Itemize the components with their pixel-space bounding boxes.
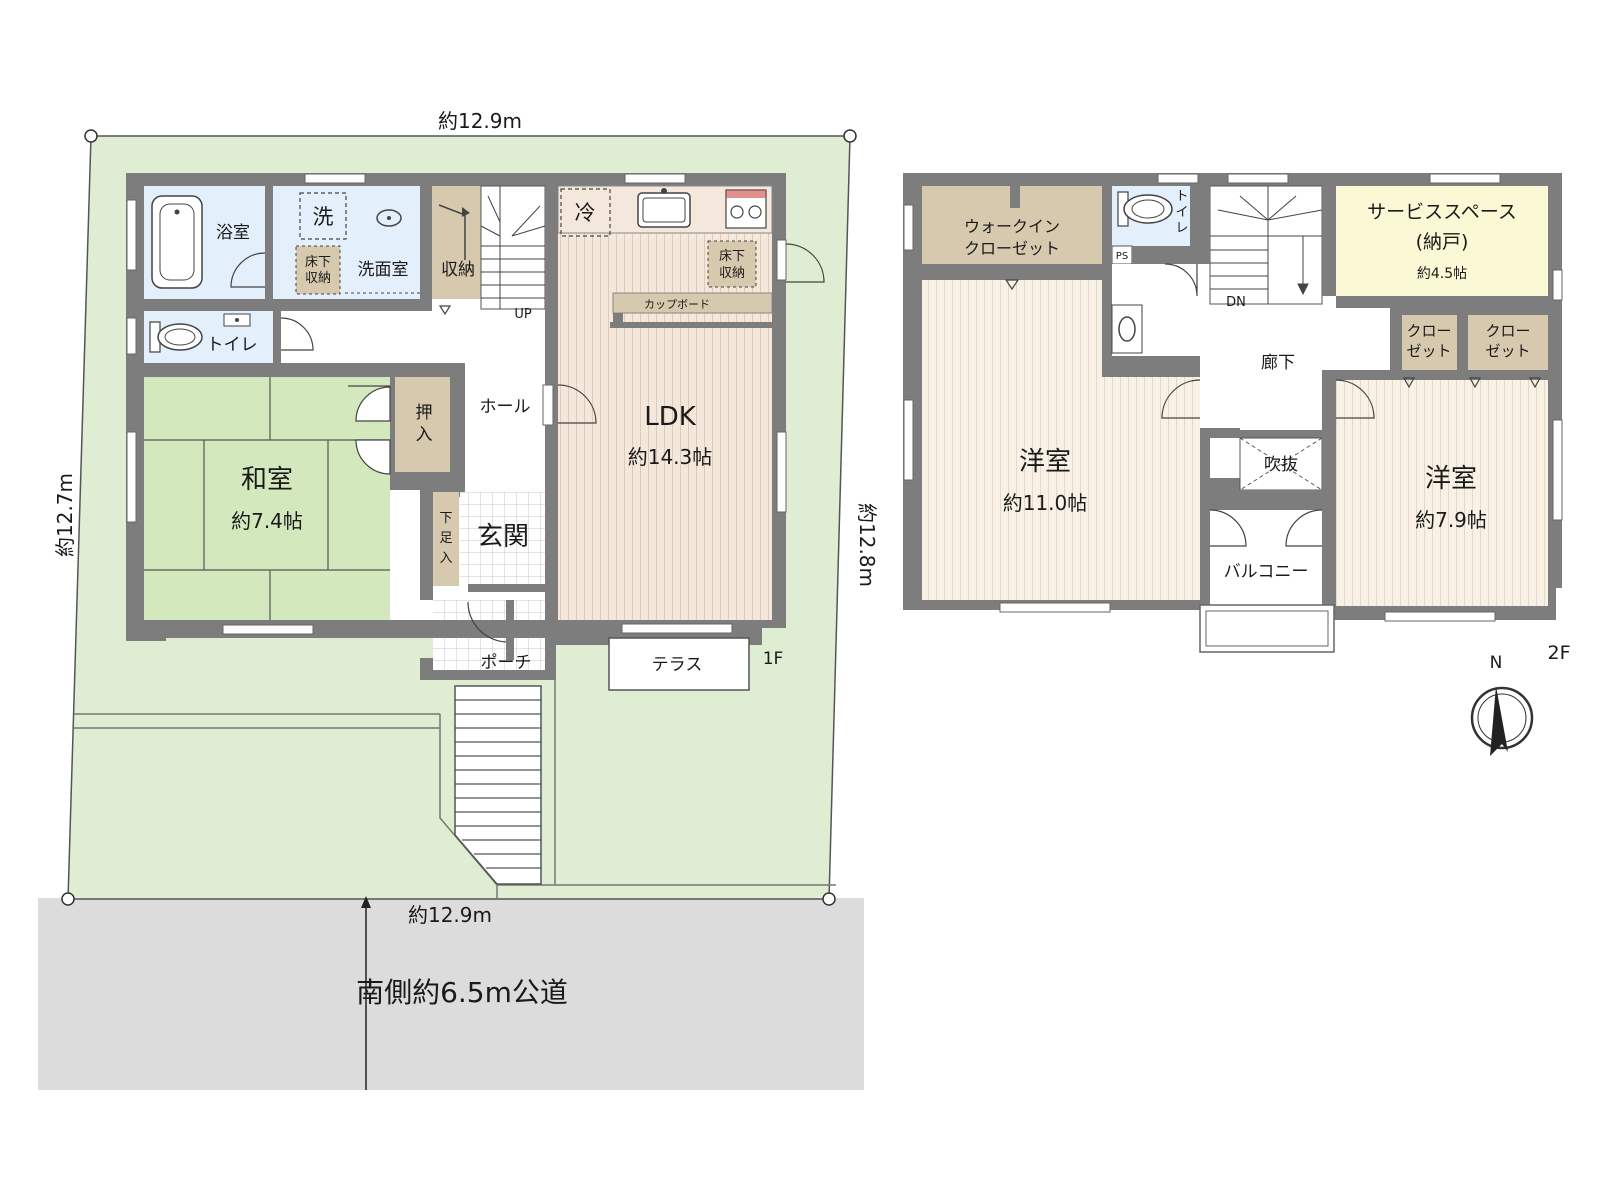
corridor-sink [1111,304,1143,354]
label-ps: PS [1116,251,1128,262]
wash-room [273,186,420,299]
doors-2f [1161,379,1375,547]
label-toilet-1f: トイレ [207,335,258,355]
label-toilet-2f: ト [1175,189,1188,204]
windows-2f [903,173,1563,622]
label-balcony: バルコニー [1224,562,1309,582]
front-steps [454,685,542,885]
label-toilet-2f-c: レ [1175,221,1188,236]
label-dn: DN [1226,295,1246,310]
underfloor-storage-2 [707,240,757,288]
washitsu-floor [144,377,390,620]
floor2-labels: ウォークイン クローゼット ト イ レ PS DN サービススペース (納戸) … [964,189,1571,664]
label-youshitsu2: 洋室 [1425,464,1477,494]
stairs-lines-2f [1210,186,1323,304]
label-corridor: 廊下 [1261,353,1295,373]
road-direction-arrow [361,896,371,1090]
oshiire [395,377,450,472]
label-closet-1: クロー [1406,322,1451,340]
label-terrace: テラス [652,655,703,675]
label-hall: ホール [480,397,531,417]
dim-top: 約12.9m [438,109,522,133]
label-shoe: 下 [439,511,452,526]
shoe-box [433,492,459,586]
youshitsu1-floor [922,280,1200,600]
fridge [560,188,611,237]
label-fridge: 冷 [575,201,596,225]
floor-1 [126,173,825,691]
toilet-fixture-2f [1117,191,1173,227]
tatami-lines [144,377,390,620]
label-storage: 収納 [441,260,475,280]
washer-box [299,192,347,240]
label-porch: ポーチ [481,653,532,673]
floor-2 [903,173,1563,653]
label-washitsu: 和室 [241,465,293,495]
site-corners [61,129,857,906]
kitchen-sink [637,188,691,228]
closet-2 [1468,315,1548,370]
label-service: サービススペース [1367,201,1517,223]
label-up: UP [514,307,532,322]
washitsu-doors [348,385,391,475]
label-closet-2: クロー [1485,322,1530,340]
label-1f: 1F [763,649,784,669]
label-closet-1b: ゼット [1406,342,1451,360]
service-space [1336,186,1548,296]
bathtub [151,195,203,289]
label-youshitsu2-area: 約7.9帖 [1415,508,1487,532]
label-closet-2b: ゼット [1485,342,1530,360]
balcony [1210,510,1322,605]
label-wic: ウォークイン [964,217,1060,236]
underfloor-storage-1 [295,245,341,295]
label-cupboard: カップボード [644,298,710,311]
dim-left: 約12.7m [53,473,77,557]
label-oshiire: 押 [416,403,433,423]
label-oshiire-b: 入 [416,425,433,445]
wash-sink [376,209,402,227]
label-underfloor-2: 床下 [719,249,745,264]
partitions-2f [922,186,1548,616]
label-service-sub: (納戸) [1416,231,1469,253]
label-washitsu-area: 約7.4帖 [231,509,303,533]
label-fukinuke: 吹抜 [1264,455,1298,475]
windows-1f [126,173,787,635]
label-ldk-area: 約14.3帖 [628,445,713,469]
compass-n: N [1490,653,1503,673]
label-underfloor-1b: 収納 [305,271,331,286]
storage-1f [432,186,481,299]
label-entrance: 玄関 [477,522,529,552]
closet-arrows [1402,377,1542,389]
north-compass-icon: N [1470,653,1534,756]
toilet-fixture-1f [149,313,251,353]
road [38,898,864,1090]
label-bath: 浴室 [216,223,250,243]
label-2f: 2F [1547,642,1570,664]
floor1-labels: 浴室 洗 洗面室 床下 収納 トイレ 収納 UP 冷 床下 収納 カップボード … [207,201,784,675]
label-wic-b: クローゼット [964,239,1060,258]
cupboard [612,292,773,314]
road-label: 南側約6.5m公道 [356,976,568,1009]
label-toilet-2f-b: イ [1175,205,1188,220]
label-service-area: 約4.5帖 [1417,266,1467,282]
dim-bottom: 約12.9m [408,903,492,927]
label-ldk: LDK [644,402,697,432]
label-youshitsu1: 洋室 [1019,447,1071,477]
stove [725,189,767,229]
label-shoe-c: 入 [439,551,452,566]
label-washroom: 洗面室 [358,260,409,280]
label-underfloor-2b: 収納 [719,266,745,281]
dim-right: 約12.8m [855,503,879,587]
label-underfloor-1: 床下 [305,255,331,270]
label-shoe-b: 足 [439,531,452,546]
stairs-1f [480,185,546,310]
stairs-lines-1f [480,186,546,309]
closet-1 [1402,315,1457,370]
terrace [608,637,750,691]
entrance-floor [460,492,545,586]
label-washer: 洗 [313,205,334,229]
label-youshitsu1-area: 約11.0帖 [1003,491,1088,515]
